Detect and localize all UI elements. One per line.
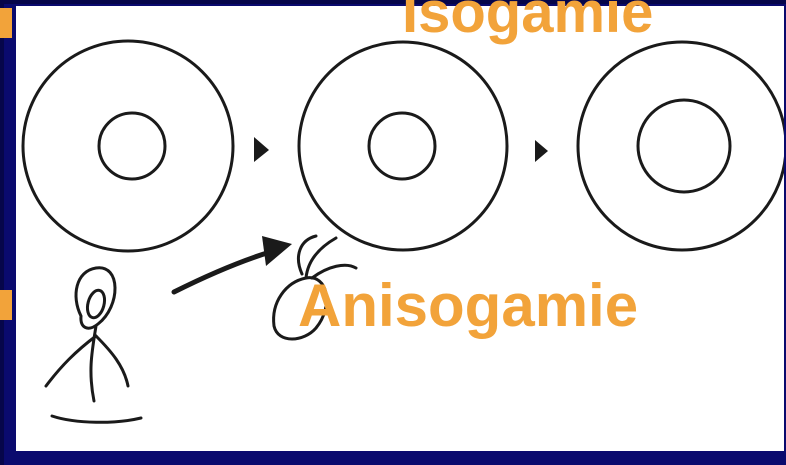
edge-label-fragment-middle [0, 290, 12, 320]
cell-2-outer [299, 42, 507, 250]
diagram-panel: Isogamie Anisogamie [16, 6, 784, 451]
cell-3-nucleus [638, 100, 730, 192]
slide-border-left [0, 0, 4, 465]
arrowhead-2 [535, 140, 548, 162]
cell-1-nucleus [99, 113, 165, 179]
slide-border-top [0, 0, 786, 4]
edge-label-fragment-top [0, 8, 12, 38]
cell-1-outer [23, 41, 233, 251]
anisogamie-label: Anisogamie [298, 276, 638, 336]
fertilization-diagram [16, 6, 784, 451]
cell-3-outer [578, 42, 784, 250]
curved-arrow [174, 236, 292, 292]
arrowhead-1 [254, 137, 269, 162]
sperm-1 [46, 268, 141, 423]
isogamie-label: Isogamie [402, 0, 653, 42]
cell-2-nucleus [369, 113, 435, 179]
